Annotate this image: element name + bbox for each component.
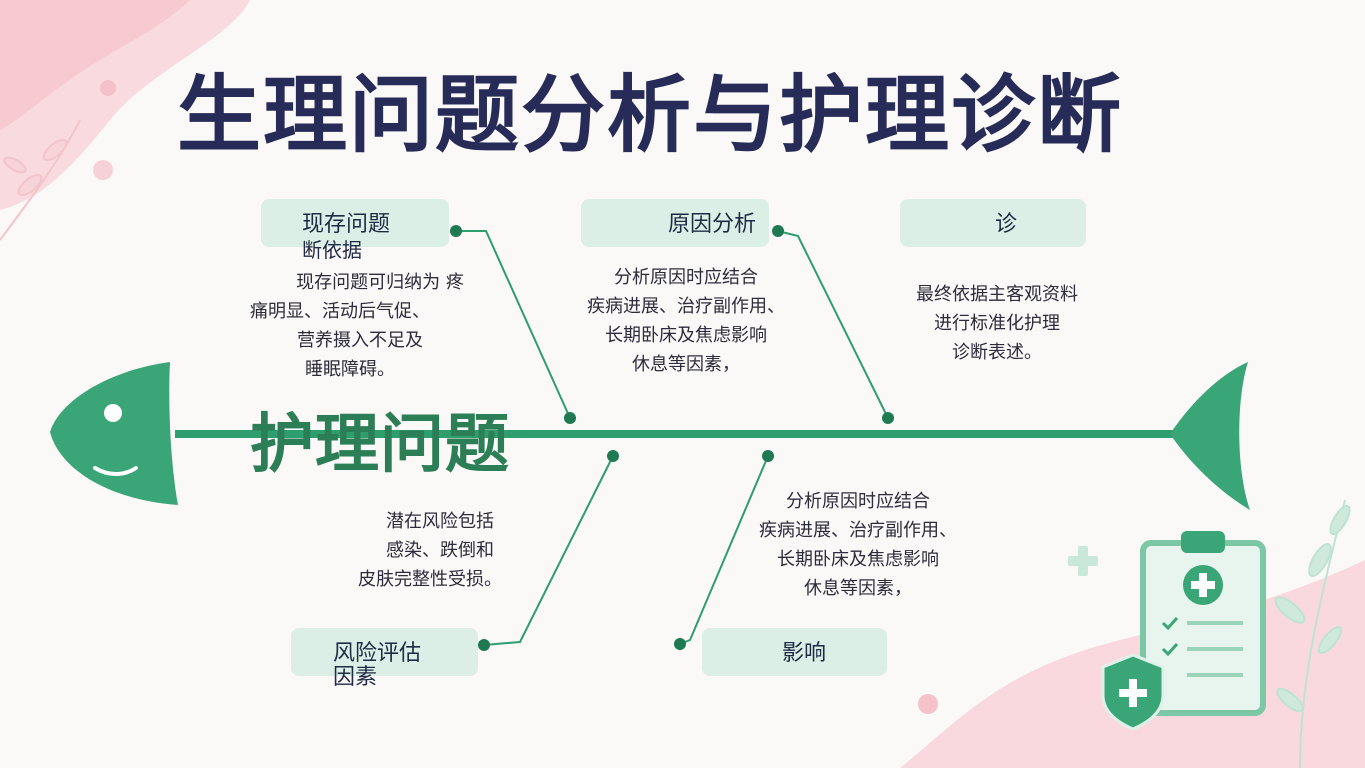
risk-label: 风险评估 (333, 641, 422, 666)
impact-pill (702, 628, 887, 676)
existing-problems-label-line2: 断依据 (302, 238, 362, 262)
plus-icon (1068, 546, 1098, 576)
impact-label: 影响 (782, 641, 827, 666)
risk-pill (291, 628, 478, 676)
fish-head-icon (50, 362, 178, 505)
spine-label: 护理问题 (250, 408, 510, 482)
risk-label-line2: 因素 (333, 665, 378, 690)
cause-analysis-text: 分析原因时应结合 疾病进展、治疗副作用、 长期卧床及焦虑影响 休息等因素， (587, 267, 785, 375)
shield-plus-icon (1101, 653, 1165, 731)
page-title: 生理问题分析与护理诊断 (176, 66, 1123, 164)
existing-problems-text: 现存问题可归纳为 疼 痛明显、活动后气促、 营养摄入不足及 睡眠障碍。 (250, 272, 464, 380)
diagnosis-text: 最终依据主客观资料 进行标准化护理 诊断表述。 (916, 284, 1078, 363)
cause-analysis-label: 原因分析 (668, 212, 757, 237)
fish-tail-icon (1170, 362, 1250, 510)
clipboard-icon (1101, 531, 1266, 731)
cause-analysis-pill (581, 199, 769, 247)
existing-problems-label: 现存问题 (302, 212, 391, 237)
impact-text: 分析原因时应结合 疾病进展、治疗副作用、 长期卧床及焦虑影响 休息等因素， (759, 491, 957, 599)
bone-cause (777, 230, 889, 419)
risk-text: 潜在风险包括 感染、跌倒和 皮肤完整性受损。 (358, 511, 502, 590)
diagnosis-pill (900, 199, 1086, 247)
existing-problems-pill (261, 199, 449, 247)
leaf-icon (0, 119, 81, 241)
bone-existing (456, 230, 571, 419)
diagnosis-label: 诊 (995, 212, 1018, 237)
bone-risk (483, 455, 614, 646)
